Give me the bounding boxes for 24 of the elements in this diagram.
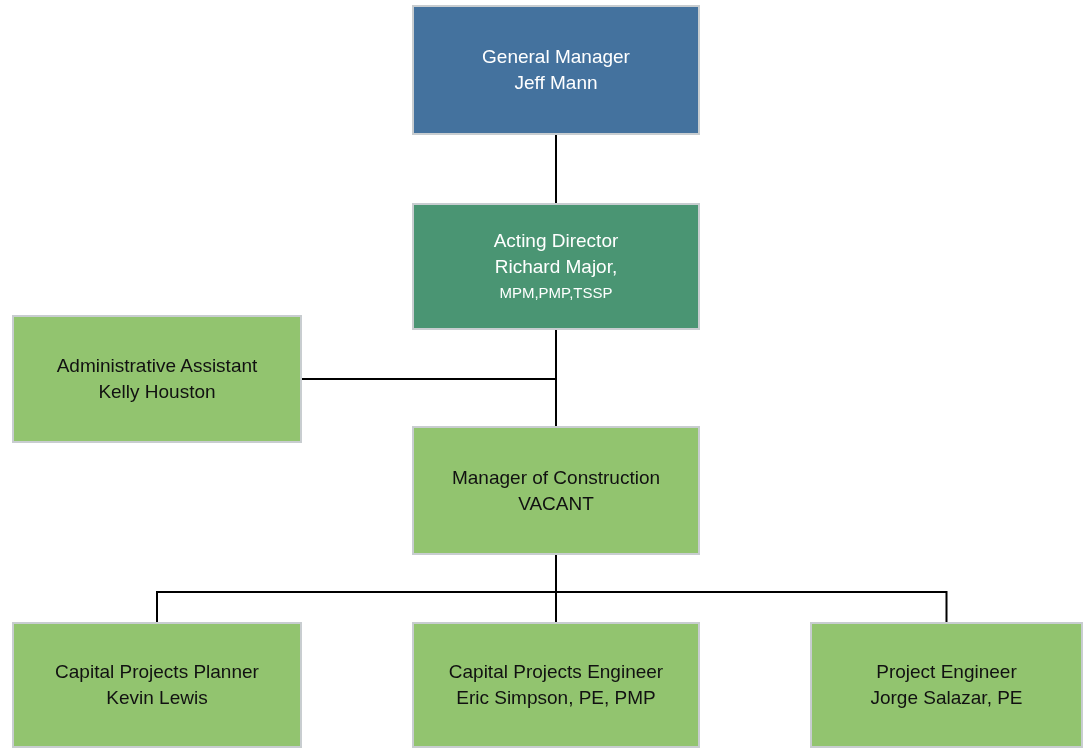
org-box <box>412 203 700 330</box>
org-box <box>412 622 700 748</box>
person-name: VACANT <box>518 491 594 516</box>
job-title: Project Engineer <box>876 660 1017 684</box>
org-box <box>12 315 302 443</box>
person-name: MPM,PMP,TSSP <box>499 282 613 303</box>
connector-line <box>555 329 557 427</box>
job-title: Manager of Construction <box>451 465 661 490</box>
connector-line <box>555 134 557 204</box>
person-name: Jeff Mann <box>514 71 598 95</box>
org-box <box>412 5 700 135</box>
person-name: Kevin Lewis <box>106 686 208 710</box>
job-title: Capital Projects Planner <box>55 660 259 684</box>
person-name: Kelly Houston <box>98 380 216 404</box>
org-box <box>12 622 302 748</box>
org-box <box>412 426 700 555</box>
person-name: Richard Major, <box>494 254 618 279</box>
job-title: Acting Director <box>493 228 619 253</box>
person-name: Eric Simpson, PE, PMP <box>456 686 656 710</box>
person-name: Jorge Salazar, PE <box>870 686 1023 710</box>
job-title: Capital Projects Engineer <box>448 660 664 684</box>
job-title: Administrative Assistant <box>56 354 258 378</box>
job-title: General Manager <box>482 45 630 69</box>
org-box <box>810 622 1083 748</box>
